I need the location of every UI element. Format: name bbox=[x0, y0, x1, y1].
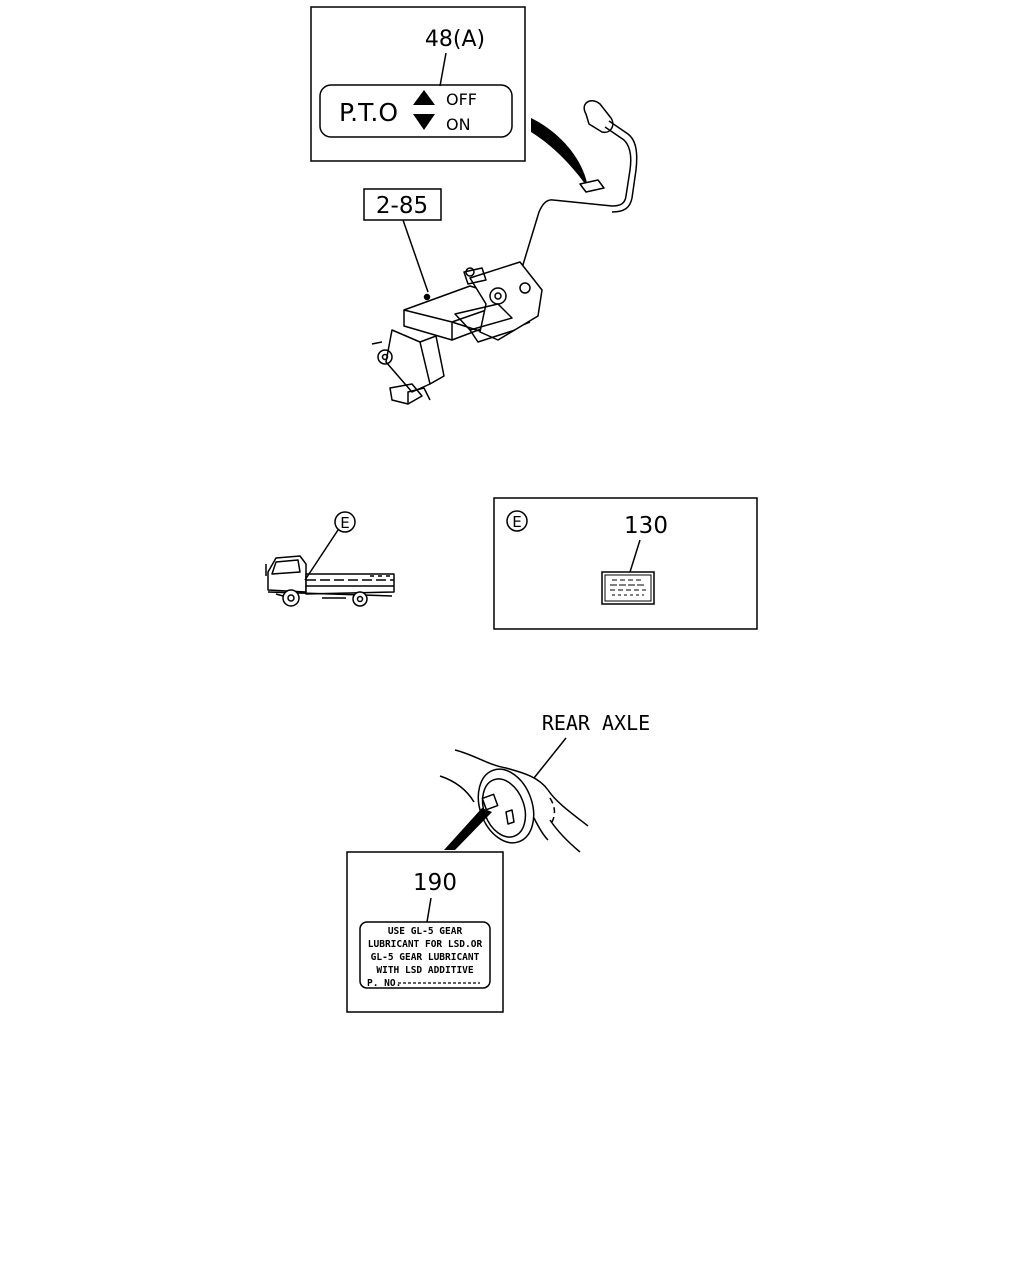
rear-axle-title: REAR AXLE bbox=[542, 711, 650, 735]
down-arrow-icon bbox=[413, 114, 435, 130]
pto-leader-line bbox=[439, 52, 447, 87]
pto-callout-pointer bbox=[531, 118, 588, 188]
label-130-part-ref: 130 bbox=[624, 513, 668, 539]
label-190-part-ref: 190 bbox=[413, 870, 457, 896]
label-130-frame bbox=[493, 497, 758, 630]
pto-callout-frame bbox=[310, 6, 526, 162]
label-190-line-1: USE GL-5 GEAR bbox=[388, 926, 463, 937]
label-130-callout: E 130 bbox=[493, 497, 758, 630]
truck-bed bbox=[305, 573, 395, 595]
label-190-callout: 190 USE GL-5 GEAR LUBRICANT FOR LSD.OR G… bbox=[346, 851, 504, 1013]
pto-part-ref: 48(A) bbox=[425, 27, 485, 52]
ref-box bbox=[363, 188, 442, 221]
rear-axle-leader bbox=[533, 737, 567, 779]
axle-label-spot bbox=[481, 793, 499, 811]
pto-label-callout: 48(A) P.T.O OFF ON bbox=[310, 6, 526, 162]
label-190-plate bbox=[359, 921, 491, 989]
label-190-frame bbox=[346, 851, 504, 1013]
label-190-leader bbox=[426, 897, 432, 923]
lever-ref-callout: 2-85 bbox=[363, 188, 442, 293]
lever-knob-icon bbox=[583, 100, 614, 134]
pto-badge-text: P.T.O bbox=[339, 98, 398, 127]
column-foot bbox=[389, 383, 423, 405]
ref-box-text: 2-85 bbox=[376, 193, 428, 219]
pivot-block bbox=[469, 261, 543, 341]
pto-lever-assembly bbox=[371, 100, 638, 405]
pto-off-label: OFF bbox=[446, 90, 477, 109]
label-130-marker: E bbox=[512, 513, 521, 531]
label-190-pointer bbox=[444, 808, 492, 850]
rear-wheel-icon bbox=[352, 591, 368, 607]
front-wheel-icon bbox=[282, 589, 300, 607]
ref-leader-line bbox=[402, 219, 429, 293]
label-190-line-2: LUBRICANT FOR LSD.OR bbox=[368, 939, 483, 950]
truck-illustration bbox=[265, 555, 395, 607]
up-arrow-icon bbox=[413, 90, 435, 105]
truck-location-marker: E bbox=[304, 511, 356, 581]
label-130-plate-icon bbox=[601, 571, 655, 605]
label-190-pno: P. NO. bbox=[367, 978, 401, 989]
mount-plate bbox=[454, 303, 513, 331]
lever-tab bbox=[579, 179, 605, 193]
label-190-line-3: GL-5 GEAR LUBRICANT bbox=[371, 952, 480, 963]
drain-plug-icon bbox=[505, 809, 515, 825]
lower-column bbox=[385, 329, 431, 393]
pto-on-label: ON bbox=[446, 115, 471, 134]
rear-axle-housing bbox=[439, 749, 589, 853]
location-marker-letter: E bbox=[340, 514, 349, 532]
label-190-line-4: WITH LSD ADDITIVE bbox=[376, 965, 474, 976]
lever-rod bbox=[521, 126, 632, 269]
label-130-leader bbox=[629, 539, 641, 573]
pto-badge bbox=[319, 84, 513, 138]
location-leader-line bbox=[304, 529, 339, 581]
